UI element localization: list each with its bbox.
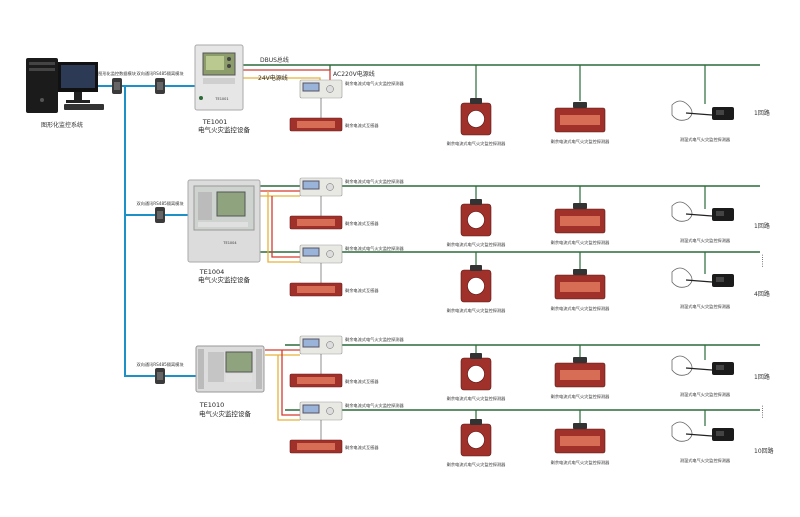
rect-detector-label: 剩余电流式电气火灾监控探测器 bbox=[551, 138, 610, 145]
loop-label-2: 1回路 bbox=[754, 222, 770, 230]
transformer-label: 剩余电流式互感器 bbox=[345, 444, 379, 451]
svg-text:双向通讯RS485隔离模块: 双向通讯RS485隔离模块 bbox=[136, 70, 184, 77]
rect-detector: 剩余电流式电气火灾监控探测器 bbox=[551, 423, 610, 466]
svg-text:TE1001: TE1001 bbox=[214, 97, 228, 101]
rect-detector-label: 剩余电流式电气火灾监控探测器 bbox=[551, 393, 610, 400]
field-devices: 剩余电流式电气火灾监控探测器剩余电流式电气火灾监控探测器测温式电气火灾监控探测器… bbox=[447, 98, 734, 468]
control-unit-te1010: TE1010 电气火灾监控设备 bbox=[195, 345, 265, 418]
rect-detector-label: 剩余电流式电气火灾监控探测器 bbox=[551, 305, 610, 312]
converter-bottom: 双向通讯RS485隔离模块 bbox=[136, 361, 184, 384]
svg-text:TE1001: TE1001 bbox=[202, 118, 228, 126]
monitoring-pc: 图形化监控系统 bbox=[26, 58, 104, 129]
ring-detector-label: 剩余电流式电气火灾监控探测器 bbox=[447, 307, 506, 314]
converter-mid: 双向通讯RS485隔离模块 bbox=[136, 200, 184, 223]
module-label: 剩余电流式电气火灾监控探测器 bbox=[345, 80, 404, 87]
dbus-label: DBUS总线 bbox=[260, 56, 289, 64]
transformer-label: 剩余电流式互感器 bbox=[345, 378, 379, 385]
transformer-label: 剩余电流式互感器 bbox=[345, 287, 379, 294]
ring-detector: 剩余电流式电气火灾监控探测器 bbox=[447, 199, 506, 248]
rect-detector: 剩余电流式电气火灾监控探测器 bbox=[551, 269, 610, 312]
loop-label-4: 1回路 bbox=[754, 373, 770, 381]
rect-detector-label: 剩余电流式电气火灾监控探测器 bbox=[551, 459, 610, 466]
loop-label-1: 1回路 bbox=[754, 109, 770, 117]
ring-detector-label: 剩余电流式电气火灾监控探测器 bbox=[447, 140, 506, 147]
temperature-detector-label: 测温式电气火灾监控探测器 bbox=[680, 457, 731, 464]
temperature-detector: 测温式电气火灾监控探测器 bbox=[671, 201, 734, 244]
ring-detector-label: 剩余电流式电气火灾监控探测器 bbox=[447, 241, 506, 248]
dbus-lines bbox=[240, 64, 760, 411]
control-unit-te1001: TE1001 TE1001 电气火灾监控设备 bbox=[194, 44, 251, 134]
temperature-detector: 测温式电气火灾监控探测器 bbox=[671, 100, 734, 143]
temperature-detector-label: 测温式电气火灾监控探测器 bbox=[680, 303, 731, 310]
detector-modules: 剩余电流式电气火灾监控探测器剩余电流式互感器剩余电流式电气火灾监控探测器剩余电流… bbox=[289, 79, 404, 454]
temperature-detector-label: 测温式电气火灾监控探测器 bbox=[680, 136, 731, 143]
control-unit-te1004: TE1004 TE1004 电气火灾监控设备 bbox=[187, 179, 261, 284]
ring-detector: 剩余电流式电气火灾监控探测器 bbox=[447, 98, 506, 147]
temperature-detector-label: 测温式电气火灾监控探测器 bbox=[680, 391, 731, 398]
module-label: 剩余电流式电气火灾监控探测器 bbox=[345, 178, 404, 185]
rect-detector-label: 剩余电流式电气火灾监控探测器 bbox=[551, 239, 610, 246]
rect-detector: 剩余电流式电气火灾监控探测器 bbox=[551, 203, 610, 246]
loop-label-3: 4回路 bbox=[754, 290, 770, 298]
ac220-label: AC220V电源线 bbox=[333, 70, 375, 78]
ring-detector-label: 剩余电流式电气火灾监控探测器 bbox=[447, 461, 506, 468]
temperature-detector: 测温式电气火灾监控探测器 bbox=[671, 421, 734, 464]
module-label: 剩余电流式电气火灾监控探测器 bbox=[345, 336, 404, 343]
converter-top-right: 双向通讯RS485隔离模块 bbox=[136, 70, 184, 94]
transformer-label: 剩余电流式互感器 bbox=[345, 220, 379, 227]
svg-text:电气火灾监控设备: 电气火灾监控设备 bbox=[198, 125, 251, 134]
temperature-detector: 测温式电气火灾监控探测器 bbox=[671, 355, 734, 398]
rs485-link-lines bbox=[92, 85, 200, 377]
ellipsis-1: ······ bbox=[758, 254, 766, 267]
ring-detector: 剩余电流式电气火灾监控探测器 bbox=[447, 265, 506, 314]
svg-text:双向通讯RS485隔离模块: 双向通讯RS485隔离模块 bbox=[136, 361, 184, 368]
ellipsis-2: ······ bbox=[758, 405, 766, 418]
rect-detector: 剩余电流式电气火灾监控探测器 bbox=[551, 357, 610, 400]
svg-text:TE1010: TE1010 bbox=[199, 401, 225, 409]
converter-top-left: 图形化监控数据模块 bbox=[98, 70, 137, 94]
svg-text:双向通讯RS485隔离模块: 双向通讯RS485隔离模块 bbox=[136, 200, 184, 207]
rect-detector: 剩余电流式电气火灾监控探测器 bbox=[551, 102, 610, 145]
ring-detector: 剩余电流式电气火灾监控探测器 bbox=[447, 353, 506, 402]
svg-text:电气火灾监控设备: 电气火灾监控设备 bbox=[198, 275, 251, 284]
svg-text:TE1004: TE1004 bbox=[222, 241, 237, 245]
svg-text:TE1004: TE1004 bbox=[199, 268, 225, 276]
svg-text:电气火灾监控设备: 电气火灾监控设备 bbox=[199, 409, 252, 418]
temperature-detector: 测温式电气火灾监控探测器 bbox=[671, 267, 734, 310]
v24-label: 24V电源线 bbox=[258, 74, 288, 82]
module-label: 剩余电流式电气火灾监控探测器 bbox=[345, 245, 404, 252]
ring-detector-label: 剩余电流式电气火灾监控探测器 bbox=[447, 395, 506, 402]
loop-label-5: 10回路 bbox=[754, 447, 774, 455]
transformer-label: 剩余电流式互感器 bbox=[345, 122, 379, 129]
ring-detector: 剩余电流式电气火灾监控探测器 bbox=[447, 419, 506, 468]
power-lines bbox=[240, 65, 331, 421]
pc-label: 图形化监控系统 bbox=[41, 121, 83, 129]
module-label: 剩余电流式电气火灾监控探测器 bbox=[345, 402, 404, 409]
svg-text:图形化监控数据模块: 图形化监控数据模块 bbox=[98, 70, 137, 77]
temperature-detector-label: 测温式电气火灾监控探测器 bbox=[680, 237, 731, 244]
